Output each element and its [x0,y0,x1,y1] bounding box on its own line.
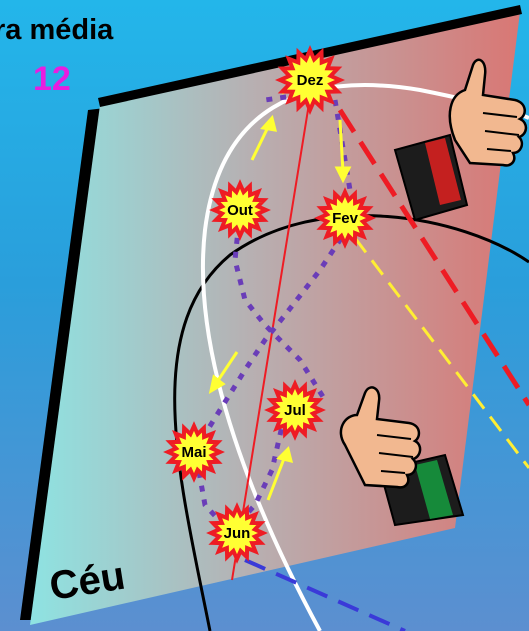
starburst-icon [206,502,268,564]
starburst-icon [163,421,225,483]
starburst-icon [274,44,346,116]
red-dashed-ray [337,108,529,407]
arrow-jun-to-jul-head [276,446,294,464]
black-orbit-curve [173,214,529,631]
month-marker-dez: Dez [274,44,346,116]
month-marker-out: Out [209,179,271,241]
month-marker-jul: Jul [264,379,326,441]
month-label: Fev [332,210,359,227]
month-label: Out [227,202,253,219]
starburst-icon [314,187,376,249]
arrows [208,86,352,501]
starburst-icon [209,179,271,241]
blue-dashed-ray [244,558,406,631]
arrow-to-mai-head [208,374,226,395]
arrow-dez-to-fev-head [334,166,352,184]
starburst-icon [264,379,326,441]
arrow-jun-to-jul [266,455,287,501]
month-label: Mai [181,444,206,461]
arrow-out-to-dez-head [260,114,278,132]
month-marker-mai: Mai [163,421,225,483]
page-title: ra média [0,14,114,46]
month-marker-jun: Jun [206,502,268,564]
month-marker-fev: Fev [314,187,376,249]
arrow-dez-to-fev [338,119,345,173]
average-value: 12 [33,60,71,98]
month-label: Jun [224,525,251,542]
thumbs-up-icon [393,58,528,222]
yellow-dashed-ray [353,237,529,469]
month-label: Jul [284,402,306,419]
month-label: Dez [297,72,324,89]
thumbs-up-icon [339,386,465,527]
